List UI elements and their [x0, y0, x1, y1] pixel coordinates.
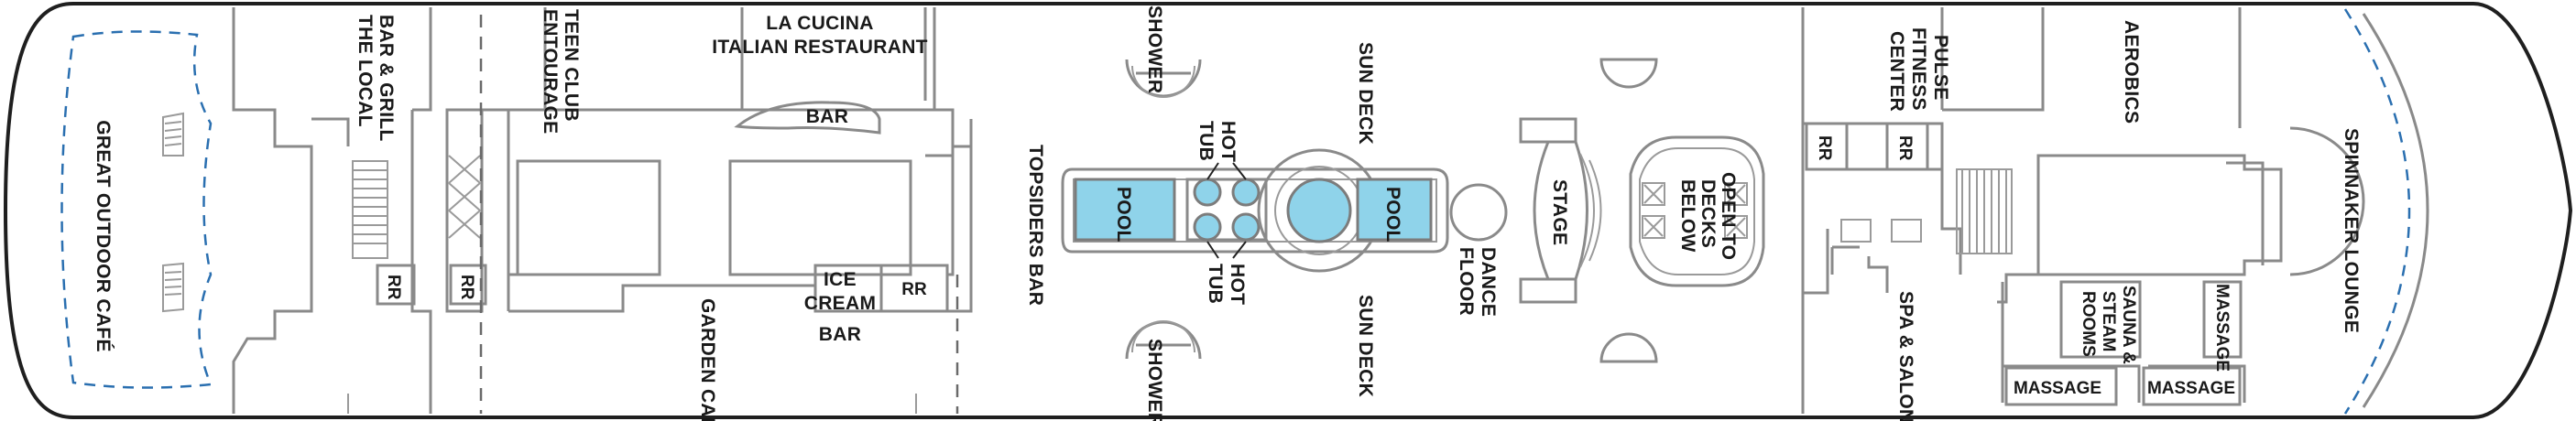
label-open-decks-line2: DECKS — [1697, 179, 1719, 248]
label-rr-spa-1: RR — [1815, 135, 1834, 161]
label-entourage-line1: ENTOURAGE — [540, 9, 561, 135]
label-topsiders-bar: TOPSIDERS BAR — [1025, 145, 1046, 306]
label-ice-cream-line2: CREAM — [804, 293, 877, 314]
label-hot-tub-bottom-line1: HOT — [1227, 264, 1248, 305]
hot-tub-3 — [1193, 212, 1222, 242]
label-open-decks-line1: OPEN TO — [1718, 172, 1739, 260]
label-massage-2: MASSAGE — [2147, 379, 2235, 398]
restroom-local-bar — [376, 264, 416, 306]
label-rr-local: RR — [384, 275, 403, 300]
label-spa-salon: SPA & SALON — [1895, 291, 1916, 421]
hot-tub-4 — [1231, 212, 1261, 242]
stairwell-local-bar — [352, 160, 388, 259]
shower-top — [1125, 59, 1202, 98]
stair-aft-bottom — [162, 262, 184, 313]
label-garden-cafe: GARDEN CAFÉ — [697, 298, 718, 421]
label-pool-forward: POOL — [1382, 187, 1403, 243]
label-pulse-line3: CENTER — [1886, 31, 1907, 112]
label-sauna-line2: STEAM — [2099, 291, 2118, 352]
label-shower-bottom: SHOWER — [1144, 339, 1165, 421]
label-spinnaker-lounge: SPINNAKER LOUNGE — [2341, 128, 2362, 333]
stair-aft-top — [162, 112, 184, 157]
label-shower-top: SHOWER — [1144, 5, 1165, 93]
label-pulse-line2: FITNESS — [1908, 27, 1929, 111]
label-ice-cream-line1: ICE — [824, 269, 857, 290]
massage-room-2 — [2142, 366, 2242, 406]
label-sun-deck-bottom: SUN DECK — [1355, 295, 1376, 397]
label-la-cucina-line1: LA CUCINA — [766, 13, 873, 34]
entourage-teen-club-room — [445, 108, 484, 313]
massage-room-1 — [2004, 366, 2118, 406]
label-dance-floor-line1: DANCE — [1478, 247, 1499, 317]
label-local-bar-line2: BAR & GRILL — [376, 15, 397, 142]
hot-tub-2 — [1231, 178, 1261, 207]
pool-forward — [1356, 178, 1433, 242]
label-hot-tub-bottom-line2: TUB — [1205, 264, 1226, 304]
label-la-cucina-line2: ITALIAN RESTAURANT — [712, 37, 928, 58]
label-rr-entourage: RR — [457, 275, 476, 300]
label-rr-spa-2: RR — [1895, 135, 1915, 161]
label-dance-floor-line2: FLOOR — [1456, 247, 1477, 316]
label-open-decks-line3: BELOW — [1677, 179, 1698, 253]
label-bar-la-cucina: BAR — [806, 106, 848, 127]
dance-floor — [1449, 183, 1508, 242]
shower-bottom — [1125, 320, 1202, 360]
pool-aft — [1074, 178, 1176, 242]
outdoor-cafe-dashed-boundary — [60, 30, 213, 389]
hot-tub-center — [1286, 178, 1352, 243]
hot-tub-1 — [1193, 178, 1222, 207]
label-rr-ice-cream: RR — [901, 280, 927, 299]
restroom-ice-cream — [879, 264, 949, 313]
label-massage-1: MASSAGE — [2014, 379, 2101, 398]
label-ice-cream-line3: BAR — [819, 324, 861, 345]
spinnaker-window-arc — [2362, 13, 2429, 408]
label-pool-aft: POOL — [1113, 187, 1134, 243]
sauna-steam-rooms — [2059, 280, 2142, 359]
label-stage: STAGE — [1549, 179, 1570, 245]
label-aerobics: AEROBICS — [2121, 20, 2142, 124]
label-hot-tub-top-line1: HOT — [1217, 121, 1239, 162]
label-pulse-line1: PULSE — [1930, 35, 1951, 101]
label-sun-deck-top: SUN DECK — [1355, 42, 1376, 145]
label-sauna-line1: SAUNA & — [2119, 286, 2138, 364]
la-cucina-dining-room — [728, 159, 912, 276]
label-great-outdoor-cafe: GREAT OUTDOOR CAFÉ — [93, 120, 114, 352]
label-local-bar-line1: THE LOCAL — [355, 15, 376, 127]
label-sauna-line3: ROOMS — [2079, 291, 2098, 357]
massage-room-forward — [2202, 280, 2243, 359]
la-cucina-bar-counter — [734, 101, 881, 135]
open-to-decks-below-area — [1629, 135, 1765, 287]
label-massage-vertical: MASSAGE — [2212, 284, 2232, 372]
label-entourage-line2: TEEN CLUB — [561, 9, 582, 122]
label-hot-tub-top-line2: TUB — [1195, 121, 1217, 161]
